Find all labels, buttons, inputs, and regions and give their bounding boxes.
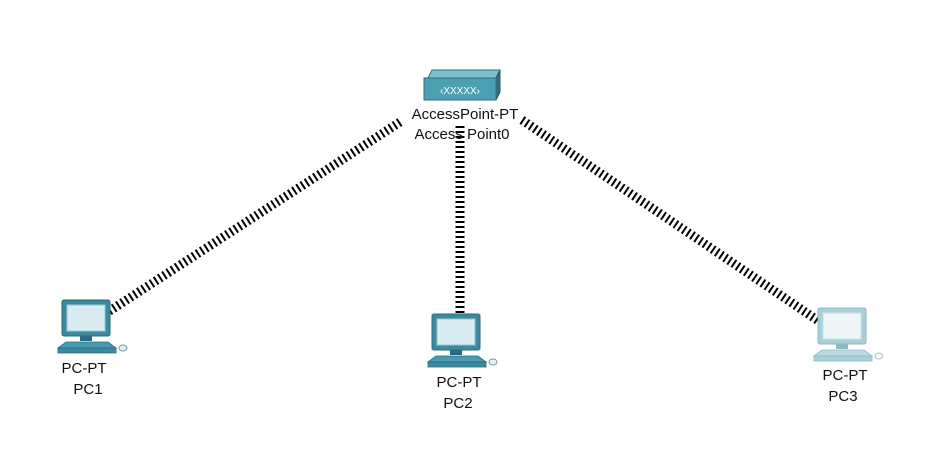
pc1-type-label: PC-PT [61, 360, 107, 377]
pc3-name-label: PC3 [828, 388, 858, 405]
pc3-type-label: PC-PT [822, 367, 868, 384]
pc1-icon[interactable] [56, 299, 128, 354]
wireless-link-ap0-pc3 [519, 116, 823, 326]
ap0-name-label: Access Point0 [414, 126, 510, 143]
ap0-type-label: AccessPoint-PT [411, 106, 519, 123]
access-point-icon[interactable]: ‹XXXXX› [423, 69, 501, 101]
pc3-icon[interactable] [812, 307, 884, 362]
wireless-link-ap0-pc1 [105, 118, 403, 316]
pc2-type-label: PC-PT [436, 374, 482, 391]
pc2-icon[interactable] [426, 313, 498, 368]
svg-text:‹XXXXX›: ‹XXXXX› [440, 86, 480, 97]
pc2-name-label: PC2 [443, 395, 473, 412]
pc1-name-label: PC1 [73, 381, 103, 398]
